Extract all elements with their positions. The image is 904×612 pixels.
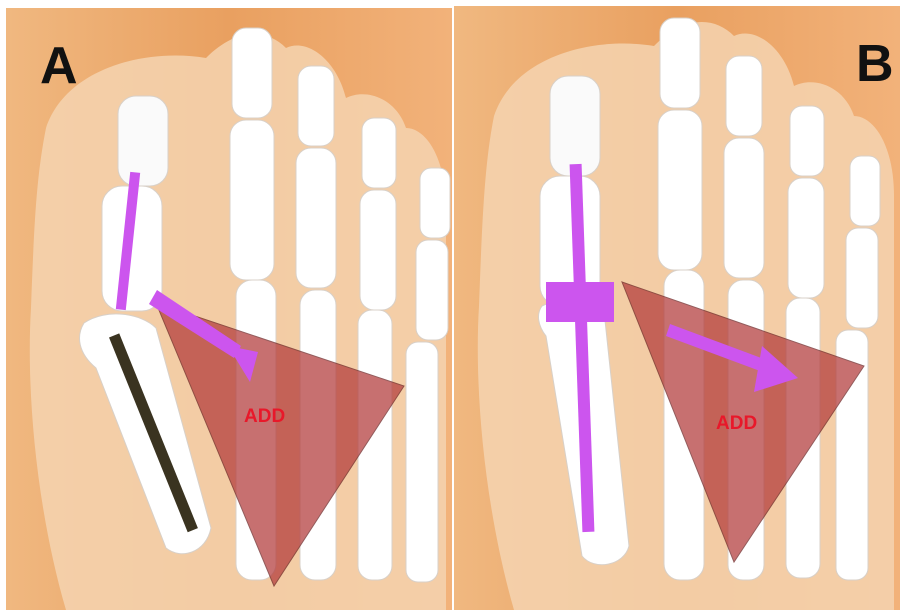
muscle-label-a: ADD <box>244 407 285 426</box>
panel-b: B ADD <box>454 6 900 610</box>
foot-illustration-a <box>6 8 452 610</box>
muscle-label-b: ADD <box>716 414 757 433</box>
foot-illustration-b <box>454 6 900 610</box>
hallux-distal-phalanx <box>550 76 600 176</box>
joint-marker <box>546 282 614 322</box>
panel-label-a: A <box>40 40 78 92</box>
panel-label-b: B <box>856 38 894 90</box>
panel-a: A ADD <box>6 8 452 610</box>
hallux-distal-phalanx <box>118 96 168 186</box>
